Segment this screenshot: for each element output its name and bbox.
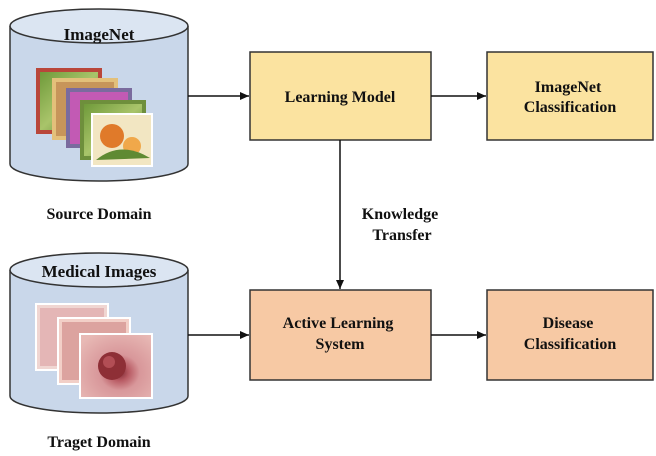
disease-classification-label-line2: Classification	[524, 336, 617, 353]
svg-text:Disease Classification: Disease Classification	[524, 315, 617, 353]
target-database-cylinder: Medical Images	[9, 252, 189, 414]
svg-text:Knowledge Transfer: Knowledge Transfer	[362, 206, 442, 244]
svg-text:Active Learning System: Active Learning System	[283, 315, 398, 353]
imagenet-classification-label-line2: Classification	[524, 99, 617, 116]
source-database-title: ImageNet	[64, 25, 135, 44]
target-database-title: Medical Images	[42, 262, 157, 281]
imagenet-classification-label-line1: ImageNet	[535, 79, 602, 96]
imagenet-classification-box: ImageNet Classification	[486, 51, 654, 141]
disease-classification-label-line1: Disease	[543, 315, 594, 332]
active-learning-label-line1: Active Learning	[283, 315, 394, 332]
source-database-cylinder: ImageNet	[9, 8, 189, 182]
svg-text:Learning Model: Learning Model	[285, 89, 396, 106]
learning-model-label: Learning Model	[285, 89, 396, 106]
knowledge-transfer-label-line1: Knowledge	[362, 206, 438, 223]
disease-classification-box: Disease Classification	[486, 289, 654, 381]
source-domain-caption: Source Domain	[46, 206, 151, 223]
active-learning-system-box: Active Learning System	[249, 289, 432, 381]
active-learning-label-line2: System	[316, 336, 366, 353]
svg-text:ImageNet Classification: ImageNet Classification	[524, 79, 617, 116]
target-domain-caption: Traget Domain	[47, 434, 150, 451]
learning-model-box: Learning Model	[249, 51, 432, 141]
imagenet-sample-images	[36, 68, 153, 167]
medical-sample-images	[35, 303, 153, 399]
knowledge-transfer-label-line2: Transfer	[372, 227, 431, 244]
